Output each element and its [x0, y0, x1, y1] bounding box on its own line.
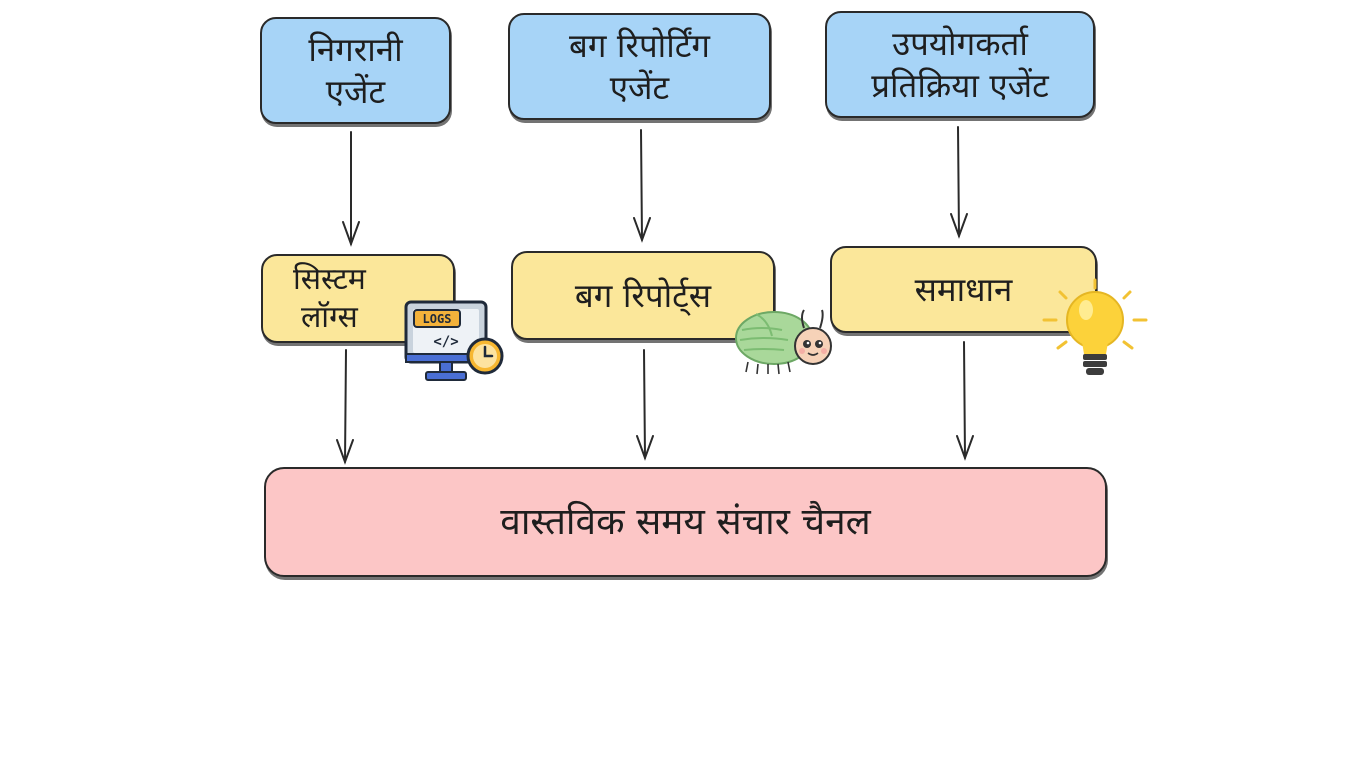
user-feedback-agent-box: उपयोगकर्ता प्रतिक्रिया एजेंट: [825, 11, 1095, 118]
user-feedback-agent-label: उपयोगकर्ता प्रतिक्रिया एजेंट: [871, 24, 1049, 105]
monitoring-agent-label: निगरानी एजेंट: [308, 30, 403, 111]
bug-reports-box: बग रिपोर्ट्स: [511, 251, 775, 340]
arrowhead-monitoring-to-logs: [342, 221, 360, 247]
realtime-communication-channel-box: वास्तविक समय संचार चैनल: [264, 467, 1107, 577]
monitor-logs-clock-icon: LOGS </>: [404, 300, 504, 381]
system-logs-label: सिस्टम लॉग्स: [293, 262, 366, 335]
system-logs-box: सिस्टम लॉग्स: [261, 254, 455, 343]
arrowhead-bug-agent-to-reports: [633, 217, 651, 243]
monitoring-agent-box: निगरानी एजेंट: [260, 17, 451, 124]
bug-reporting-agent-label: बग रिपोर्टिंग एजेंट: [568, 26, 710, 107]
arrow-feedback-to-solution: [957, 126, 960, 237]
arrow-reports-to-channel: [643, 349, 646, 459]
arrow-bug-agent-to-reports: [640, 129, 643, 241]
lightbulb-icon: [1042, 278, 1148, 375]
channel-label: वास्तविक समय संचार चैनल: [500, 499, 871, 543]
bug-icon: [735, 309, 832, 375]
arrowhead-logs-to-channel: [336, 439, 354, 465]
arrow-logs-to-channel: [344, 349, 347, 463]
arrowhead-reports-to-channel: [636, 435, 654, 461]
arrowhead-feedback-to-solution: [950, 213, 968, 239]
solution-label: समाधान: [914, 269, 1013, 309]
logs-icon-text: LOGS: [423, 312, 452, 326]
bug-reporting-agent-box: बग रिपोर्टिंग एजेंट: [508, 13, 771, 120]
bug-reports-label: बग रिपोर्ट्स: [574, 275, 712, 315]
arrowhead-solution-to-channel: [956, 435, 974, 461]
arrow-solution-to-channel: [963, 341, 966, 459]
code-icon-text: </>: [433, 334, 458, 350]
